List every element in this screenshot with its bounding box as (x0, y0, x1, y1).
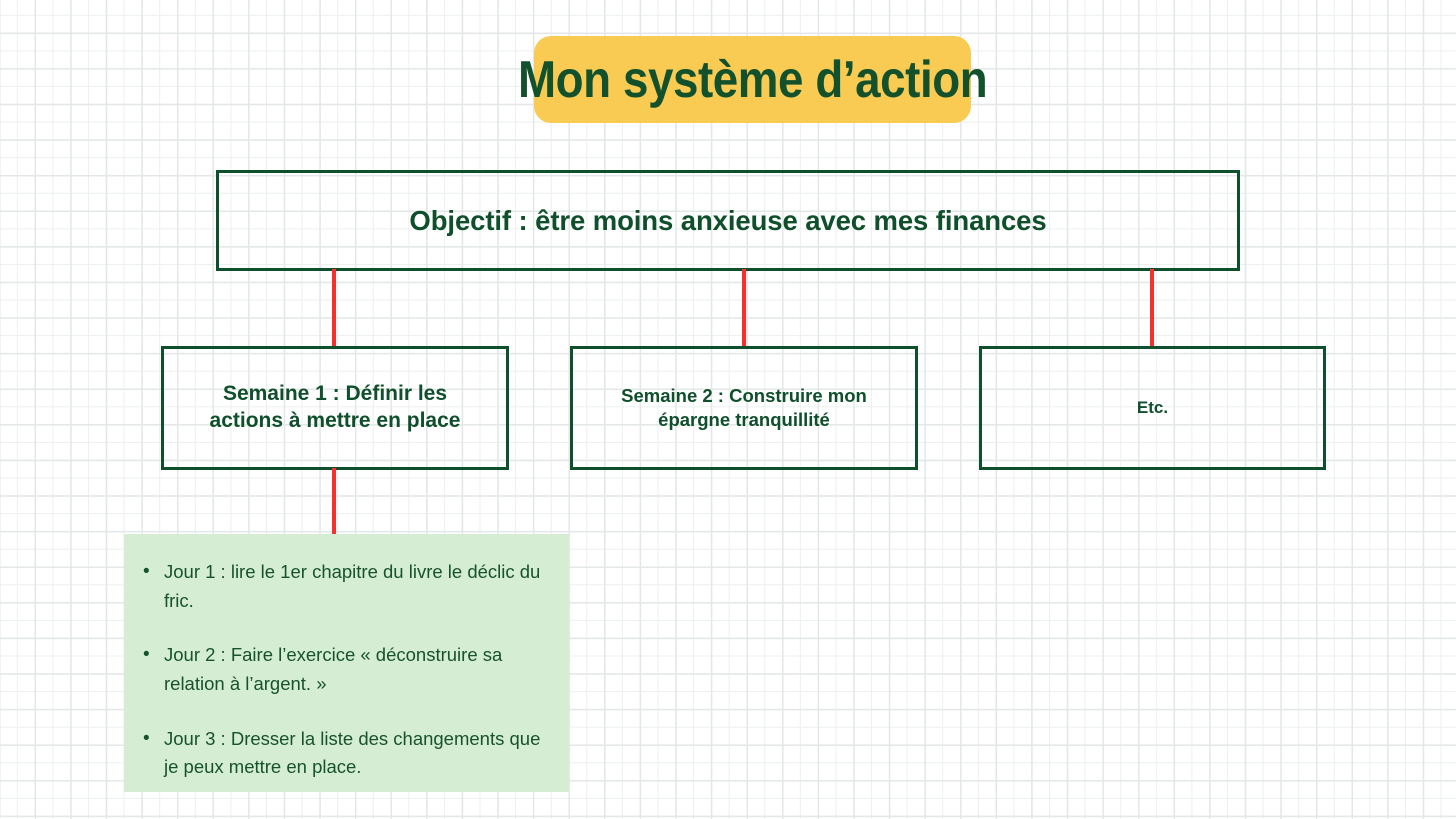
diagram-title-text: Mon système d’action (517, 50, 988, 109)
diagram-title-banner: Mon système d’action (518, 36, 988, 123)
etc-node[interactable]: Etc. (979, 346, 1326, 470)
list-item: Jour 1 : lire le 1er chapitre du livre l… (138, 557, 547, 615)
list-item: Jour 3 : Dresser la liste des changement… (138, 724, 547, 782)
etc-node-label: Etc. (1136, 398, 1169, 418)
list-item: Jour 2 : Faire l’exercice « déconstruire… (138, 640, 547, 698)
connector-week1-to-days (332, 468, 336, 536)
connector-objective-to-week1 (332, 269, 336, 348)
connector-objective-to-week2 (742, 269, 746, 348)
days-detail-panel[interactable]: Jour 1 : lire le 1er chapitre du livre l… (124, 534, 569, 792)
objective-node[interactable]: Objectif : être moins anxieuse avec mes … (216, 170, 1240, 271)
connector-objective-to-etc (1150, 269, 1154, 348)
objective-node-label: Objectif : être moins anxieuse avec mes … (409, 204, 1047, 236)
days-list: Jour 1 : lire le 1er chapitre du livre l… (138, 557, 547, 782)
